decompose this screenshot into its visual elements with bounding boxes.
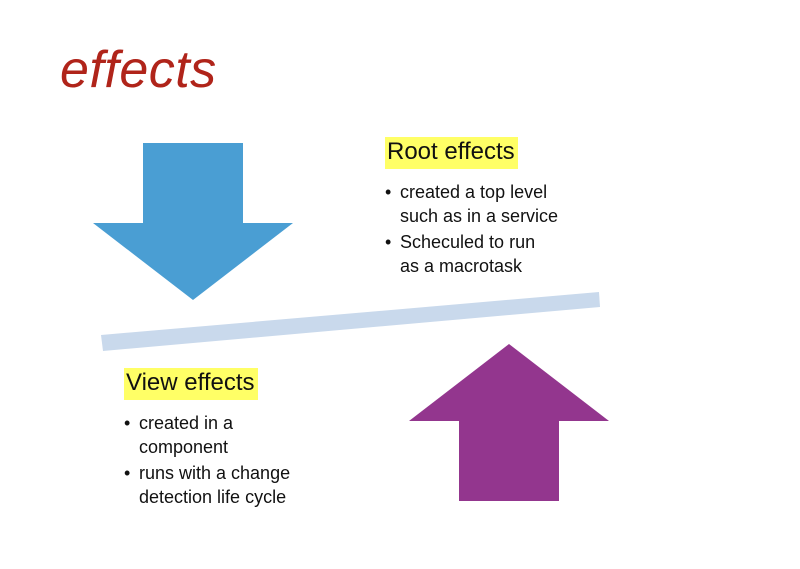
bullet-text: created in a component: [139, 412, 234, 457]
divider-bar: [101, 292, 600, 351]
view-effects-list: • created in a component • runs with a c…: [124, 411, 384, 509]
bullet-text: Scheculed to run as a macrotask: [400, 231, 536, 276]
list-item: • runs with a change detection life cycl…: [124, 461, 384, 509]
bullet-icon: •: [124, 462, 131, 483]
root-effects-section: Root effects • created a top level such …: [385, 137, 645, 280]
down-arrow-icon: [93, 143, 293, 300]
view-effects-heading: View effects: [124, 368, 258, 400]
list-item: • Scheculed to run as a macrotask: [385, 230, 645, 278]
view-effects-section: View effects • created in a component • …: [124, 368, 384, 511]
list-item: • created in a component: [124, 411, 384, 459]
bullet-text: created a top level such as in a service: [400, 181, 559, 226]
root-effects-heading: Root effects: [385, 137, 518, 169]
list-item: • created a top level such as in a servi…: [385, 180, 645, 228]
bullet-icon: •: [385, 231, 392, 252]
bullet-text: runs with a change detection life cycle: [139, 462, 291, 507]
bullet-icon: •: [124, 412, 131, 433]
root-effects-list: • created a top level such as in a servi…: [385, 180, 645, 278]
bullet-icon: •: [385, 181, 392, 202]
slide-title: effects: [60, 41, 217, 99]
up-arrow-icon: [409, 344, 609, 501]
